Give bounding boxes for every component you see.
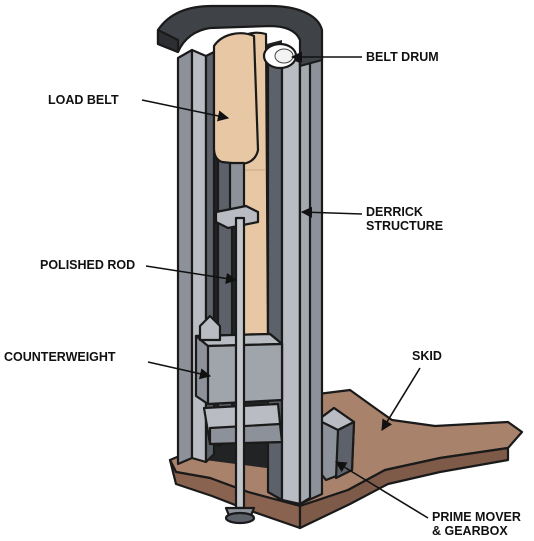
derrick-top-cap (156, 4, 324, 68)
polished-rod (224, 216, 256, 525)
leader-counterweight (147, 361, 212, 380)
label-skid: SKID (412, 349, 442, 363)
leader-skid (381, 367, 421, 431)
label-belt-drum: BELT DRUM (366, 50, 439, 64)
label-derrick: DERRICK (366, 205, 423, 219)
label-polished-rod: POLISHED ROD (40, 258, 135, 272)
belt-connector (214, 161, 260, 230)
leader-load-belt (141, 99, 230, 122)
skid-side (298, 446, 510, 530)
leader-prime-mover (335, 461, 429, 519)
label-gearbox: & GEARBOX (432, 524, 508, 538)
leader-polished-rod (145, 265, 238, 284)
leader-derrick (300, 206, 363, 218)
load-belt (212, 31, 270, 342)
label-prime-mover: PRIME MOVER (432, 510, 521, 524)
label-load-belt: LOAD BELT (48, 93, 119, 107)
label-structure: STRUCTURE (366, 219, 443, 233)
label-counterweight: COUNTERWEIGHT (4, 350, 116, 364)
belt-drum (262, 42, 298, 70)
